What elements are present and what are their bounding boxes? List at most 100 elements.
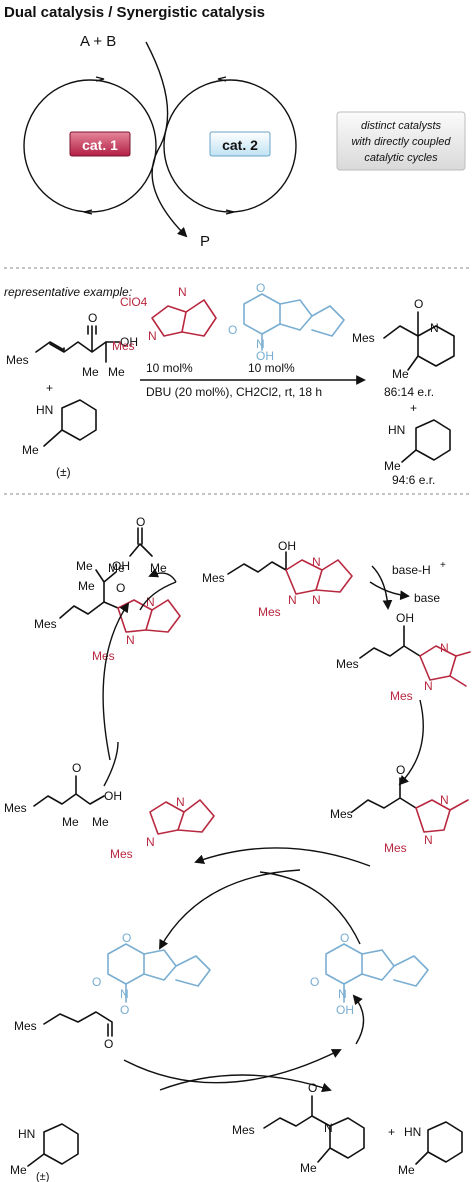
catalyst-2-label: cat. 2 xyxy=(222,137,258,153)
note-line-2: with directly coupled xyxy=(351,136,451,148)
cycle-1-arrow-bottom xyxy=(83,209,93,215)
bond-line xyxy=(415,1151,429,1165)
bond-line xyxy=(43,429,63,447)
structure-label: (±) xyxy=(36,1171,49,1182)
structure-label: Mes xyxy=(352,331,375,345)
bond-line xyxy=(33,775,105,807)
structure-label: Mes xyxy=(34,617,57,631)
structure-label: OH xyxy=(256,349,274,363)
bond-line xyxy=(351,777,417,813)
bond-line xyxy=(105,341,121,363)
acylated-cocatalyst: O O N O Mes O xyxy=(14,931,211,1051)
structure-label: OH xyxy=(120,335,138,349)
acyl-azolium: Mes O N N Mes xyxy=(330,763,469,855)
structure-label: Me xyxy=(384,459,401,473)
bond-line xyxy=(103,601,119,609)
bond-line xyxy=(27,1153,45,1167)
bond-line xyxy=(419,645,457,681)
structure-label: O xyxy=(340,931,349,945)
note-line-3: catalytic cycles xyxy=(364,152,438,164)
structure-label: Mes xyxy=(336,657,359,671)
structure-label: HN xyxy=(18,1127,35,1141)
structure-label: N xyxy=(256,337,265,351)
structure-label: N xyxy=(338,987,347,1001)
plus-sign-2: + xyxy=(410,401,417,415)
structure-label: O xyxy=(396,763,405,777)
structure-label: Mes xyxy=(202,571,225,585)
structure-label: Mes xyxy=(330,807,353,821)
er-product: 86:14 e.r. xyxy=(384,385,434,399)
structure-label: 10 mol% xyxy=(146,361,193,375)
cycle-2-arrow-top xyxy=(217,76,227,82)
bond-line xyxy=(149,801,185,835)
structure-label: Mes xyxy=(110,847,133,861)
structure-label: N xyxy=(312,555,321,569)
structure-label: Mes xyxy=(390,689,413,703)
bond-line xyxy=(175,955,211,987)
structure-label: Mes xyxy=(384,841,407,855)
structure-label: N xyxy=(148,329,157,343)
structure-label: N xyxy=(424,679,433,693)
structure-label: N xyxy=(324,1121,333,1135)
structure-label: Me xyxy=(300,1161,317,1175)
structure-label: Me xyxy=(398,1163,415,1177)
structure-label: O xyxy=(414,297,423,311)
reactants-label: A + B xyxy=(80,33,116,50)
structure-label: N xyxy=(176,795,185,809)
structure-label: (±) xyxy=(56,465,71,479)
reaction-conditions: DBU (20 mol%), CH2Cl2, rt, 18 h xyxy=(146,385,322,399)
free-carbene: N N Mes xyxy=(110,795,215,861)
bond-line xyxy=(417,325,455,367)
n-hydroxy-cocatalyst: O O N OH 10 mol% xyxy=(228,281,345,375)
structure-label: O xyxy=(122,931,131,945)
bond-line xyxy=(35,325,107,353)
structure-label: N xyxy=(146,595,155,609)
bond-line xyxy=(87,325,97,335)
structure-label: Mes xyxy=(258,605,281,619)
structure-label: N xyxy=(126,633,135,647)
bond-line xyxy=(145,599,181,633)
cycle-2-circle xyxy=(163,79,297,213)
bond-line xyxy=(43,1123,79,1165)
bond-line xyxy=(61,399,97,441)
structure-label: N xyxy=(120,987,129,1001)
bond-line xyxy=(383,311,437,339)
bond-line xyxy=(143,949,177,981)
structure-label: 10 mol% xyxy=(248,361,295,375)
structure-label: Me xyxy=(22,443,39,457)
structure-label: OH xyxy=(278,539,296,553)
structure-label: O xyxy=(310,975,319,989)
structure-label: O xyxy=(88,311,97,325)
bond-line xyxy=(361,949,395,981)
bond-line xyxy=(129,527,153,557)
structure-label: O xyxy=(92,975,101,989)
structure-label: Mes xyxy=(14,1019,37,1033)
bond-line xyxy=(263,1095,331,1129)
lower-cycle-arrow-bottom xyxy=(123,1049,342,1084)
structure-label: O xyxy=(228,323,237,337)
cycle-arrow-acetone xyxy=(139,581,177,611)
dual-cycle-diagram: A + B P cat. 1 cat. 2 distinct catalysts… xyxy=(23,33,466,250)
regenerated-cocatalyst: O O N OH xyxy=(310,931,429,1017)
bond-line xyxy=(59,569,117,619)
bond-line xyxy=(43,1011,113,1037)
catalyst-2-box xyxy=(209,131,271,157)
structure-label: Mes xyxy=(4,801,27,815)
breslow-intermediate: Mes OH N N N Mes xyxy=(202,539,353,619)
bond-line xyxy=(181,299,217,337)
structure-label: OH xyxy=(112,559,130,573)
structure-label: HN xyxy=(404,1125,421,1139)
bond-line xyxy=(415,799,451,833)
bond-line xyxy=(407,355,419,371)
structure-label: Me xyxy=(78,579,95,593)
substrate-enone: Mes O OH Me Me xyxy=(6,311,138,379)
bond-line xyxy=(329,1117,365,1159)
structure-label: O xyxy=(120,1003,129,1017)
structure-label: Me xyxy=(10,1163,27,1177)
structure-label: Me xyxy=(92,815,109,829)
cycle-arrow-right-down xyxy=(398,699,424,786)
structure-label: Mes xyxy=(112,339,135,353)
structure-label: Me xyxy=(76,559,93,573)
structure-label: O xyxy=(116,581,125,595)
